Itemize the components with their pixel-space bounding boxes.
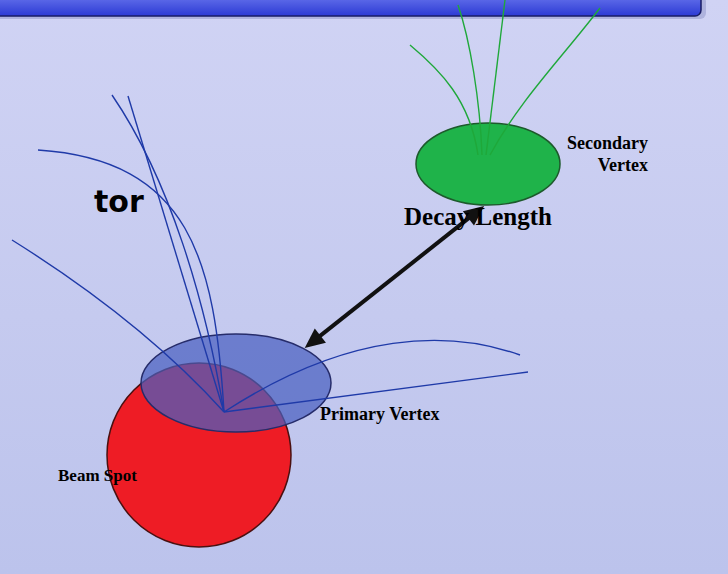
ellipse-outline <box>140 333 332 433</box>
vertex-label: Primary Vertex <box>320 404 439 426</box>
arrow-shaft <box>316 215 473 340</box>
primary-vertex-ellipse: Primary Vertex <box>140 333 332 433</box>
slide-fragment-text: tor <box>94 184 144 221</box>
arrowhead <box>305 329 326 348</box>
header-bar <box>0 0 728 40</box>
vertex-label: Beam Spot <box>58 466 137 487</box>
vertex-label: Secondary Vertex <box>548 133 648 177</box>
edge-label: Decay Length <box>404 202 552 233</box>
